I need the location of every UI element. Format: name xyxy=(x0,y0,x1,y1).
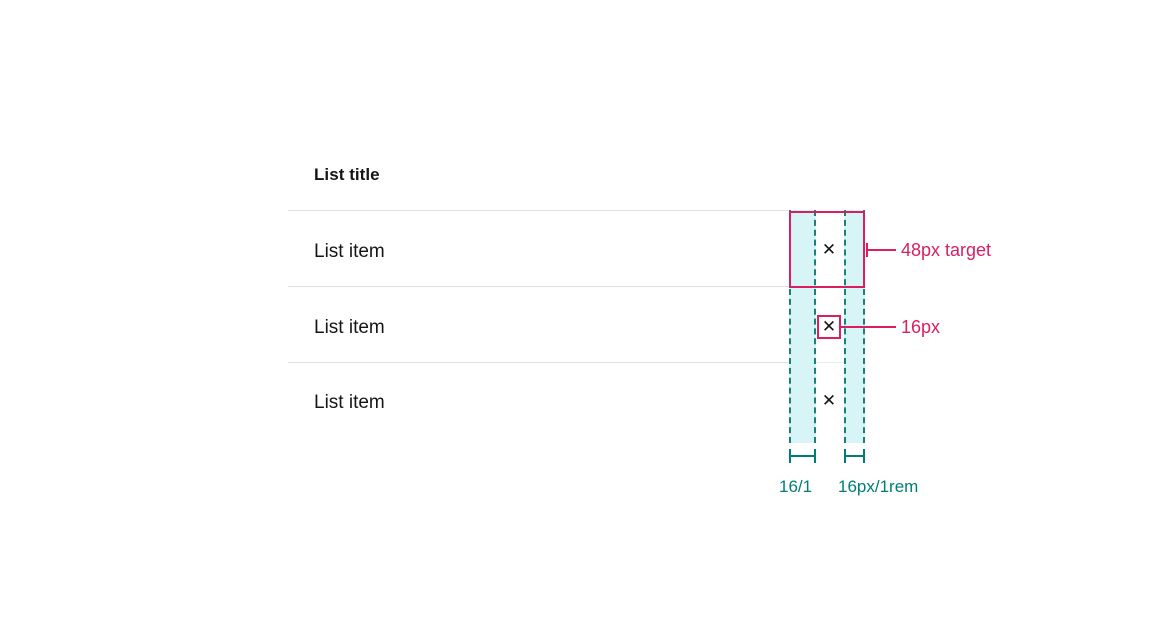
list-item-label: List item xyxy=(314,392,385,413)
list-divider-bottom xyxy=(288,362,788,363)
measurement-band-left xyxy=(789,210,816,443)
measure-bar-right xyxy=(844,455,865,457)
icon-callout-label: 16px xyxy=(901,317,941,337)
list-divider-top xyxy=(288,210,788,211)
measure-bar-left xyxy=(789,455,816,457)
list-divider-middle xyxy=(288,286,788,287)
measure-label-left: 16/1 xyxy=(779,477,813,496)
icon-callout-leader xyxy=(841,326,896,328)
list-item-label: List item xyxy=(314,241,385,262)
list-divider-bottom-underlay xyxy=(788,362,866,363)
measure-tick-right-end xyxy=(863,449,865,463)
target-area-48px-box xyxy=(789,211,865,288)
close-icon[interactable]: ✕ xyxy=(821,240,837,260)
close-icon[interactable]: ✕ xyxy=(821,317,837,337)
list-title: List title xyxy=(314,165,380,184)
measure-tick-left-end xyxy=(814,449,816,463)
measure-label-right: 16px/1rem xyxy=(838,477,919,496)
close-icon[interactable]: ✕ xyxy=(821,391,837,411)
target-callout-label: 48px target xyxy=(901,240,992,260)
target-callout-leader xyxy=(866,249,896,251)
list-item-label: List item xyxy=(314,317,385,338)
icon-size-16px-box xyxy=(817,315,841,339)
